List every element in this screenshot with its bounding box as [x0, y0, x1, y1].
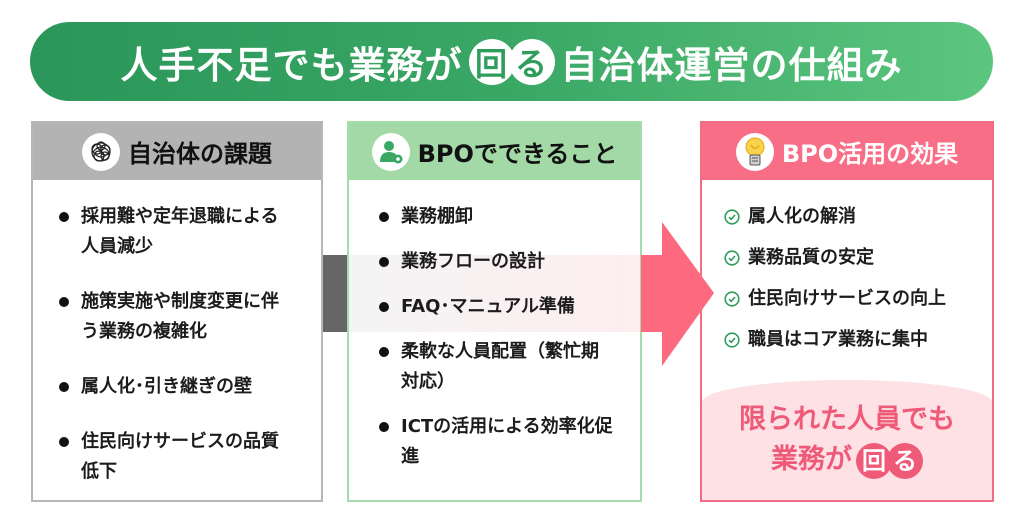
- title-text-after: 自治体運営の仕組み: [560, 43, 903, 87]
- bpo-effects-title: BPO活用の効果: [781, 140, 959, 168]
- bullet-dot-icon: [59, 212, 69, 222]
- keyword-circle: 回: [856, 442, 892, 479]
- check-circle-icon: [724, 291, 740, 307]
- bullet-dot-icon: [59, 437, 69, 447]
- bullet-dot-icon: [379, 212, 389, 222]
- conclusion-keyword: 回る: [856, 442, 923, 479]
- challenges-list: 採用難や定年退職による人員減少 施策実施や制度変更に伴う業務の複雑化 属人化･引…: [33, 180, 321, 487]
- bpo-effects-panel: BPO活用の効果 属人化の解消 業務品質の安定 住民向けサービスの向上 職員はコ…: [700, 121, 994, 502]
- flow-arrow-icon: [641, 222, 714, 366]
- list-item: 採用難や定年退職による人員減少: [59, 202, 296, 262]
- title-keyword: 回 る: [468, 38, 555, 85]
- list-item: 住民向けサービスの向上: [724, 284, 992, 314]
- bullet-dot-icon: [379, 302, 389, 312]
- bullet-dot-icon: [59, 382, 69, 392]
- check-circle-icon: [724, 250, 740, 266]
- bullet-dot-icon: [379, 257, 389, 267]
- list-item: 柔軟な人員配置（繁忙期対応）: [379, 337, 616, 397]
- list-item: 住民向けサービスの品質低下: [59, 427, 296, 487]
- list-item: 施策実施や制度変更に伴う業務の複雑化: [59, 287, 296, 347]
- bpo-capabilities-title: BPOでできること: [417, 140, 618, 168]
- title-text-before: 人手不足でも業務が: [120, 43, 463, 87]
- bpo-capabilities-header: BPOでできること: [349, 123, 640, 180]
- bpo-effects-list: 属人化の解消 業務品質の安定 住民向けサービスの向上 職員はコア業務に集中: [702, 180, 992, 355]
- challenges-header: 自治体の課題: [33, 123, 321, 180]
- bpo-capabilities-list: 業務棚卸 業務フローの設計 FAQ･マニュアル準備 柔軟な人員配置（繁忙期対応）…: [349, 180, 640, 472]
- list-item: 属人化の解消: [724, 202, 992, 232]
- list-item: 属人化･引き継ぎの壁: [59, 372, 296, 402]
- flow-connector-band: [323, 255, 663, 332]
- keyword-circle: る: [887, 442, 923, 479]
- conclusion-line-2: 業務が回る: [771, 440, 923, 480]
- title-banner: 人手不足でも業務が 回 る 自治体運営の仕組み: [30, 22, 993, 101]
- person-gear-icon: [371, 132, 410, 171]
- bullet-dot-icon: [379, 422, 389, 432]
- bpo-effects-header: BPO活用の効果: [702, 123, 992, 180]
- list-item: 業務フローの設計: [379, 247, 616, 277]
- keyword-circle: 回: [468, 38, 515, 85]
- lightbulb-icon: [735, 132, 774, 171]
- bullet-dot-icon: [379, 347, 389, 357]
- bpo-capabilities-panel: BPOでできること 業務棚卸 業務フローの設計 FAQ･マニュアル準備 柔軟な人…: [347, 121, 642, 502]
- challenges-title: 自治体の課題: [128, 140, 272, 168]
- list-item: 職員はコア業務に集中: [724, 325, 992, 355]
- challenges-panel: 自治体の課題 採用難や定年退職による人員減少 施策実施や制度変更に伴う業務の複雑…: [31, 121, 323, 502]
- list-item: 業務棚卸: [379, 202, 616, 232]
- list-item: ICTの活用による効率化促進: [379, 412, 616, 472]
- bullet-dot-icon: [59, 297, 69, 307]
- check-circle-icon: [724, 332, 740, 348]
- keyword-circle: る: [508, 38, 555, 85]
- tangled-scribble-icon: [82, 132, 120, 171]
- conclusion-line-1: 限られた人員でも: [739, 404, 955, 435]
- list-item: FAQ･マニュアル準備: [379, 292, 616, 322]
- conclusion-callout: 限られた人員でも 業務が回る: [702, 380, 992, 500]
- list-item: 業務品質の安定: [724, 243, 992, 273]
- check-circle-icon: [724, 209, 740, 225]
